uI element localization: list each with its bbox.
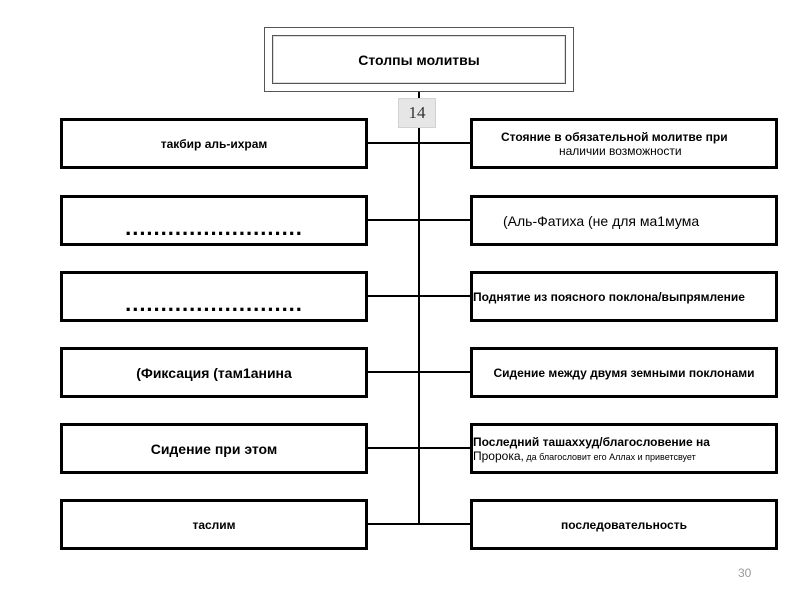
left-box-4: (Фиксация (там1анина [60,347,368,398]
left-box-6-text: таслим [192,517,236,532]
right-box-1-line2: наличии возможности [559,143,682,158]
right-box-5: Последний ташаххуд/благословение на Прор… [470,423,778,474]
left-box-1-text: такбир аль-ихрам [160,136,268,151]
left-box-3: ......................... [60,271,368,322]
right-box-1: Стояние в обязательной молитве при налич… [470,118,778,169]
left-box-5: Сидение при этом [60,423,368,474]
left-box-2-text: ......................... [125,215,303,240]
left-box-3-text: ......................... [125,291,303,316]
title-box: Столпы молитвы [264,27,574,92]
right-box-5-line2b: да благословит его Аллах и приветсвует [523,451,696,462]
right-box-6-text: последовательность [561,517,687,532]
left-box-6: таслим [60,499,368,550]
left-box-5-text: Сидение при этом [150,440,278,457]
right-box-2-text: (Аль-Фатиха (не для ма1мума [503,212,700,229]
right-box-3-text: Поднятие из поясного поклона/выпрямление [473,289,745,304]
title-bevel: Столпы молитвы [272,35,566,84]
left-box-1: такбир аль-ихрам [60,118,368,169]
right-box-5-line1: Последний ташаххуд/благословение на [473,434,710,449]
left-box-4-text: (Фиксация (там1анина [136,364,292,381]
number-badge: 14 [398,98,436,128]
diagram-title: Столпы молитвы [358,51,480,68]
right-box-6: последовательность [470,499,778,550]
left-box-2: ......................... [60,195,368,246]
right-box-5-line2: Пророка, да благословит его Аллах и прив… [473,449,696,463]
right-box-4: Сидение между двумя земными поклонами [470,347,778,398]
right-box-1-line1: Стояние в обязательной молитве при [501,129,728,144]
right-box-4-text: Сидение между двумя земными поклонами [493,365,755,380]
right-box-5-line2a: Пророка, [473,448,524,463]
page-number: 30 [738,566,752,580]
right-box-3: Поднятие из поясного поклона/выпрямление [470,271,778,322]
right-box-2: (Аль-Фатиха (не для ма1мума [470,195,778,246]
